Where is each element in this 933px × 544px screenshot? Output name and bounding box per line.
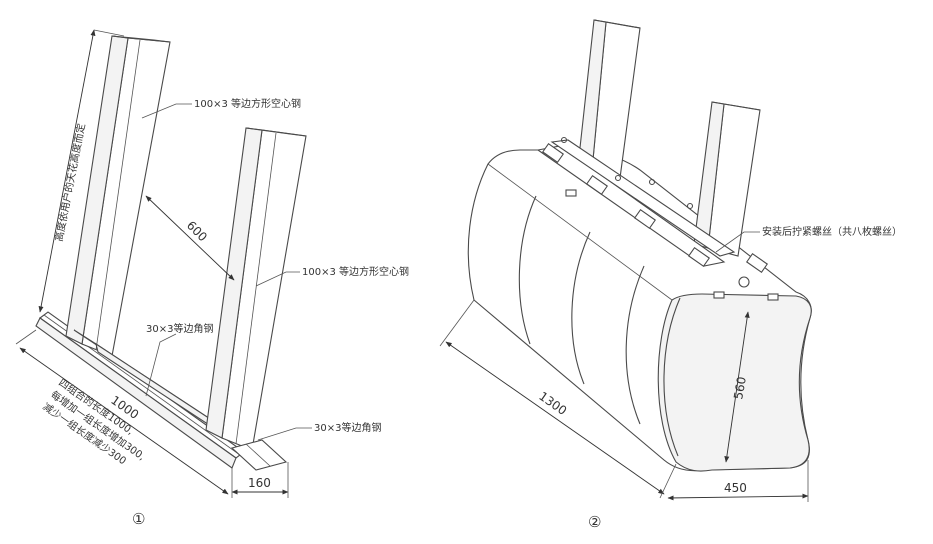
- figure-2-unit: 安装后拧紧螺丝（共八枚螺丝） 1300 560 450 ②: [439, 19, 902, 531]
- figure-1-frame: 100×3 等边方形空心钢 100×3 等边方形空心钢 30×3等边角钢 30×…: [15, 29, 409, 528]
- length-dimension: [15, 329, 229, 495]
- figure-1-number: ①: [132, 510, 145, 528]
- label-tube-right: 100×3 等边方形空心钢: [302, 265, 409, 278]
- label-height-note: 高度依用户的天花高度而定: [52, 122, 88, 242]
- left-square-tube: [65, 35, 171, 357]
- fig2-dim-width-text: 450: [724, 481, 747, 495]
- figure-1-leaders: [141, 103, 312, 441]
- fig2-dim-length-text: 1300: [536, 389, 569, 418]
- spacing-dimension: [145, 195, 235, 281]
- label-screws: 安装后拧紧螺丝（共八枚螺丝）: [762, 225, 902, 238]
- fig2-length-dimension: [439, 299, 677, 499]
- dim-spacing-text: 600: [184, 218, 210, 244]
- right-square-tube: [205, 127, 307, 451]
- width-dimension: [231, 462, 289, 498]
- height-dimension: [38, 29, 125, 313]
- label-tube-upper: 100×3 等边方形空心钢: [194, 97, 301, 110]
- bottom-angle-piece: [230, 439, 288, 471]
- fig2-width-dimension: [667, 460, 809, 502]
- label-angle-bottom: 30×3等边角钢: [314, 421, 381, 434]
- figure-2-number: ②: [588, 513, 601, 531]
- fig2-screw-leader: [715, 231, 760, 253]
- dim-width-text: 160: [248, 476, 271, 490]
- label-angle-mid: 30×3等边角钢: [146, 322, 213, 335]
- fig2-height-dimension: [724, 311, 750, 463]
- fig2-dim-height-text: 560: [731, 376, 749, 401]
- fig2-mounting-rails: [536, 136, 779, 301]
